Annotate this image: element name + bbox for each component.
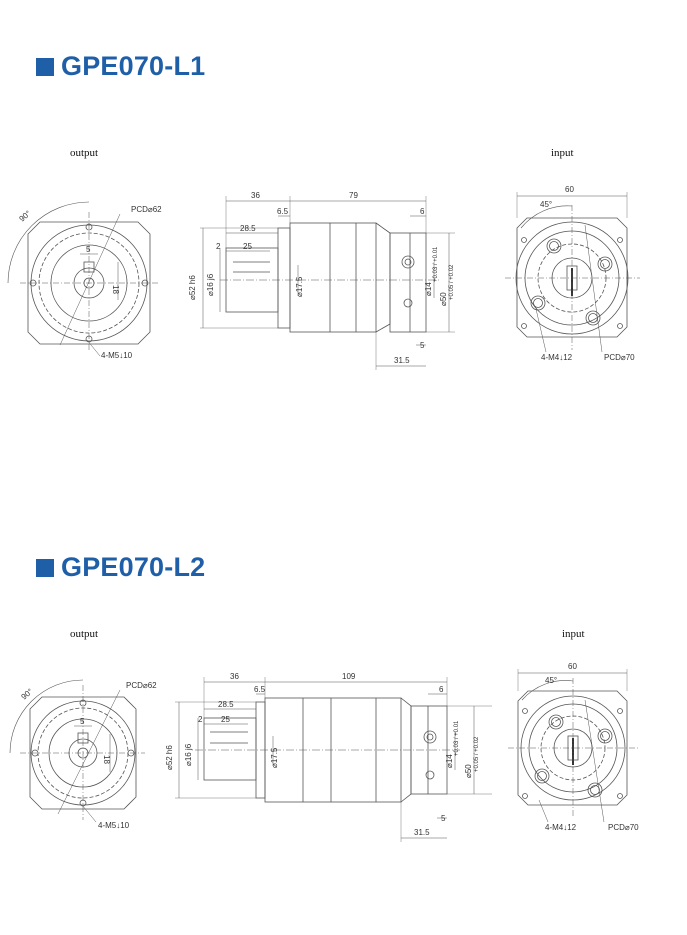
dim-6-5: 6.5 — [254, 685, 266, 694]
dim-2: 2 — [198, 715, 203, 724]
output-flange-view: 90° PCD⌀62 5 18 4-M5↓10 — [9, 679, 157, 830]
dim-dia14: ⌀14 — [445, 754, 454, 768]
section-gpe070-l1: GPE070-L1 output input 90° PCD⌀62 5 18 — [7, 51, 640, 370]
dim-angle-output: 90° — [18, 209, 33, 224]
side-view: 36 79 6.5 6 28.5 2 25 ⌀52 h6 ⌀16 j6 ⌀17.… — [188, 191, 455, 370]
dim-angle-input: 45° — [545, 676, 557, 685]
input-label: input — [551, 147, 574, 159]
dim-31-5: 31.5 — [394, 356, 410, 365]
dim-25: 25 — [243, 242, 252, 251]
dim-pcd-output: PCD⌀62 — [131, 205, 162, 214]
dim-key-height: 18 — [102, 755, 111, 764]
dim-6: 6 — [420, 207, 425, 216]
output-label: output — [70, 628, 99, 640]
dim-key-height: 18 — [111, 285, 120, 294]
dim-tol14: +0.03 / +0.01 — [454, 720, 460, 756]
input-flange-view: 60 45° 4-M4↓12 PCD⌀70 — [505, 185, 640, 362]
dim-tol50: +0.05 / +0.02 — [474, 736, 480, 772]
section-heading: GPE070-L2 — [36, 552, 205, 583]
dim-dia17-5: ⌀17.5 — [295, 276, 304, 297]
dim-dia50: ⌀50 — [439, 292, 448, 306]
section-heading: GPE070-L1 — [36, 51, 205, 82]
dim-dia16: ⌀16 j6 — [184, 743, 193, 766]
input-flange-view: 60 45° 4-M4↓12 PCD⌀70 — [508, 662, 640, 832]
dim-6-5: 6.5 — [277, 207, 289, 216]
technical-drawing: 90° PCD⌀62 5 18 4-M5↓10 — [7, 185, 640, 370]
section-title: GPE070-L2 — [61, 552, 206, 582]
heading-square-icon — [36, 57, 54, 76]
dim-36: 36 — [230, 672, 239, 681]
dim-pcd-input: PCD⌀70 — [604, 353, 635, 362]
heading-square-icon — [36, 558, 54, 577]
dim-dia50: ⌀50 — [464, 764, 473, 778]
dim-key-width: 5 — [80, 717, 85, 726]
dim-angle-input: 45° — [540, 200, 552, 209]
output-label: output — [70, 147, 99, 159]
dim-25: 25 — [221, 715, 230, 724]
dim-36: 36 — [251, 191, 260, 200]
dim-pcd-input: PCD⌀70 — [608, 823, 639, 832]
dim-dia52: ⌀52 h6 — [165, 745, 174, 770]
dim-28-5: 28.5 — [218, 700, 234, 709]
dim-60: 60 — [568, 662, 577, 671]
dim-overall-length: 109 — [342, 672, 356, 681]
dim-60: 60 — [565, 185, 574, 194]
dim-28-5: 28.5 — [240, 224, 256, 233]
dim-dia14: ⌀14 — [424, 282, 433, 296]
technical-drawing: 90° PCD⌀62 5 18 4-M5↓10 — [9, 662, 640, 842]
dim-5: 5 — [420, 341, 425, 350]
output-flange-view: 90° PCD⌀62 5 18 4-M5↓10 — [7, 201, 162, 360]
section-gpe070-l2: GPE070-L2 output input 90° PCD⌀62 5 18 — [0, 500, 687, 935]
dim-31-5: 31.5 — [414, 828, 430, 837]
dim-dia16: ⌀16 j6 — [206, 273, 215, 296]
input-label: input — [562, 628, 585, 640]
dim-pcd-output: PCD⌀62 — [126, 681, 157, 690]
dim-6: 6 — [439, 685, 444, 694]
dim-overall-length: 79 — [349, 191, 358, 200]
dim-holes-input: 4-M4↓12 — [545, 823, 577, 832]
dim-dia17-5: ⌀17.5 — [270, 747, 279, 768]
dim-angle-output: 90° — [20, 687, 35, 702]
dim-tol14: +0.03 / +0.01 — [433, 246, 439, 282]
dim-5: 5 — [441, 814, 446, 823]
dim-tol50: +0.05 / +0.02 — [449, 264, 455, 300]
side-view: 36 109 6.5 6 28.5 2 25 ⌀52 h6 ⌀16 j6 ⌀17… — [165, 672, 492, 842]
section-title: GPE070-L1 — [61, 51, 206, 81]
dim-holes-input: 4-M4↓12 — [541, 353, 573, 362]
dim-holes-output: 4-M5↓10 — [101, 351, 133, 360]
dim-key-width: 5 — [86, 245, 91, 254]
dim-holes-output: 4-M5↓10 — [98, 821, 130, 830]
dim-dia52: ⌀52 h6 — [188, 275, 197, 300]
dim-2: 2 — [216, 242, 221, 251]
